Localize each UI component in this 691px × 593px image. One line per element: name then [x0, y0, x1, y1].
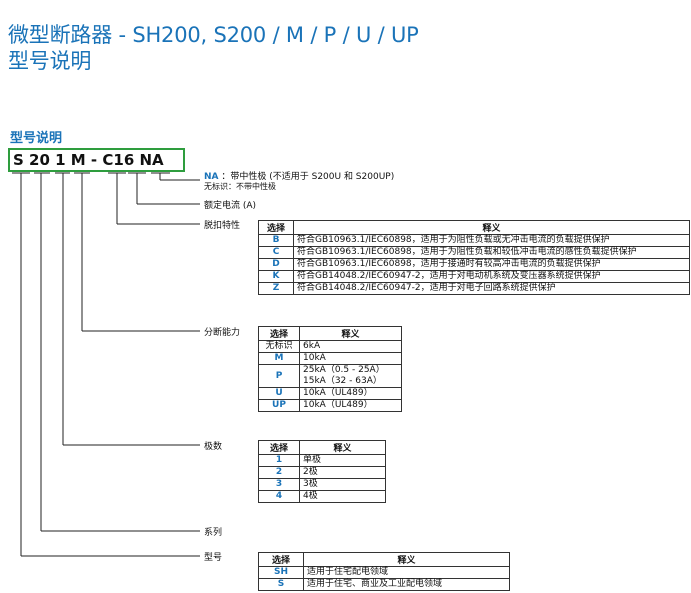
no-mark-label: 无标识：不带中性极	[204, 182, 276, 191]
option-description: 符合GB14048.2/IEC60947-2，适用于对电子回路系统提供保护	[293, 282, 690, 295]
breaking-capacity-table: 选择 释义 无标识 6kA M 10kA P 25kA（0.5 - 25A） 1…	[258, 326, 402, 412]
table-row: K 符合GB14048.2/IEC60947-2，适用于对电动机系统及变压器系统…	[258, 270, 690, 283]
column-header: 释义	[299, 440, 386, 455]
option-description: 3极	[299, 478, 386, 491]
option-description: 符合GB10963.1/IEC60898，适用于接通时有较高冲击电流的负载提供保…	[293, 258, 690, 271]
na-key: NA	[204, 172, 219, 182]
column-header: 选择	[258, 220, 294, 235]
column-header: 释义	[299, 326, 402, 341]
poles-label: 极数	[204, 442, 223, 452]
table-row: UP 10kA（UL489）	[258, 399, 402, 412]
option-description: 符合GB10963.1/IEC60898，适用于为阻性负载和较低冲击电流的感性负…	[293, 246, 690, 259]
option-description: 适用于住宅、商业及工业配电领域	[303, 578, 510, 591]
option-code: 3	[258, 478, 300, 491]
page-subtitle: 型号说明	[8, 49, 92, 73]
column-header: 释义	[303, 552, 510, 567]
table-row: 无标识 6kA	[258, 340, 402, 353]
option-code: D	[258, 258, 294, 271]
option-description: 25kA（0.5 - 25A） 15kA（32 - 63A）	[299, 364, 402, 388]
option-code: 4	[258, 490, 300, 503]
table-row: 4 4极	[258, 490, 386, 503]
table-row: P 25kA（0.5 - 25A） 15kA（32 - 63A）	[258, 364, 402, 388]
column-header: 选择	[258, 326, 300, 341]
section-heading: 型号说明	[10, 131, 63, 146]
column-header: 选择	[258, 440, 300, 455]
series-label: 系列	[204, 528, 223, 538]
option-code: 2	[258, 466, 300, 479]
option-description: 适用于住宅配电领域	[303, 566, 510, 579]
option-description: 符合GB10963.1/IEC60898，适用于为阻性负载或无冲击电流的负载提供…	[293, 234, 690, 247]
table-row: S 适用于住宅、商业及工业配电领域	[258, 578, 510, 591]
page-title: 微型断路器 - SH200, S200 / M / P / U / UP	[8, 23, 419, 47]
model-label: 型号	[204, 553, 223, 563]
table-row: 1 单极	[258, 454, 386, 467]
option-description: 符合GB14048.2/IEC60947-2，适用于对电动机系统及变压器系统提供…	[293, 270, 690, 283]
option-code: SH	[258, 566, 304, 579]
table-row: C 符合GB10963.1/IEC60898，适用于为阻性负载和较低冲击电流的感…	[258, 246, 690, 259]
poles-table: 选择 释义 1 单极 2 2极 3 3极 4 4极	[258, 440, 386, 503]
table-row: M 10kA	[258, 352, 402, 365]
table-row: D 符合GB10963.1/IEC60898，适用于接通时有较高冲击电流的负载提…	[258, 258, 690, 271]
option-code: 无标识	[258, 340, 300, 353]
option-description: 4极	[299, 490, 386, 503]
option-code: P	[258, 364, 300, 388]
option-description-line: 25kA（0.5 - 25A）	[303, 365, 385, 375]
table-row: U 10kA（UL489）	[258, 387, 402, 400]
option-description: 10kA（UL489）	[299, 387, 402, 400]
option-code: M	[258, 352, 300, 365]
option-description: 2极	[299, 466, 386, 479]
option-description: 10kA	[299, 352, 402, 365]
table-row: 2 2极	[258, 466, 386, 479]
option-description: 10kA（UL489）	[299, 399, 402, 412]
option-code: C	[258, 246, 294, 259]
model-table: 选择 释义 SH 适用于住宅配电领域 S 适用于住宅、商业及工业配电领域	[258, 552, 510, 591]
option-description-line: 15kA（32 - 63A）	[303, 376, 382, 386]
column-header: 选择	[258, 552, 304, 567]
trip-characteristic-table: 选择 释义 B 符合GB10963.1/IEC60898，适用于为阻性负载或无冲…	[258, 220, 690, 295]
table-row: B 符合GB10963.1/IEC60898，适用于为阻性负载或无冲击电流的负载…	[258, 234, 690, 247]
option-code: U	[258, 387, 300, 400]
option-code: Z	[258, 282, 294, 295]
option-code: B	[258, 234, 294, 247]
trip-characteristic-label: 脱扣特性	[204, 221, 241, 231]
table-row: 3 3极	[258, 478, 386, 491]
breaking-capacity-label: 分断能力	[204, 328, 241, 338]
option-description: 单极	[299, 454, 386, 467]
option-code: UP	[258, 399, 300, 412]
option-code: K	[258, 270, 294, 283]
option-description: 6kA	[299, 340, 402, 353]
column-header: 释义	[293, 220, 690, 235]
table-row: SH 适用于住宅配电领域	[258, 566, 510, 579]
model-code-box: S 20 1 M - C16 NA	[8, 148, 185, 172]
option-code: S	[258, 578, 304, 591]
table-row: Z 符合GB14048.2/IEC60947-2，适用于对电子回路系统提供保护	[258, 282, 690, 295]
na-description: ：带中性极 (不适用于 S200U 和 S200UP)	[221, 172, 395, 182]
na-label: NA ：带中性极 (不适用于 S200U 和 S200UP)	[204, 169, 394, 182]
option-code: 1	[258, 454, 300, 467]
rated-current-label: 额定电流 (A)	[204, 201, 257, 211]
